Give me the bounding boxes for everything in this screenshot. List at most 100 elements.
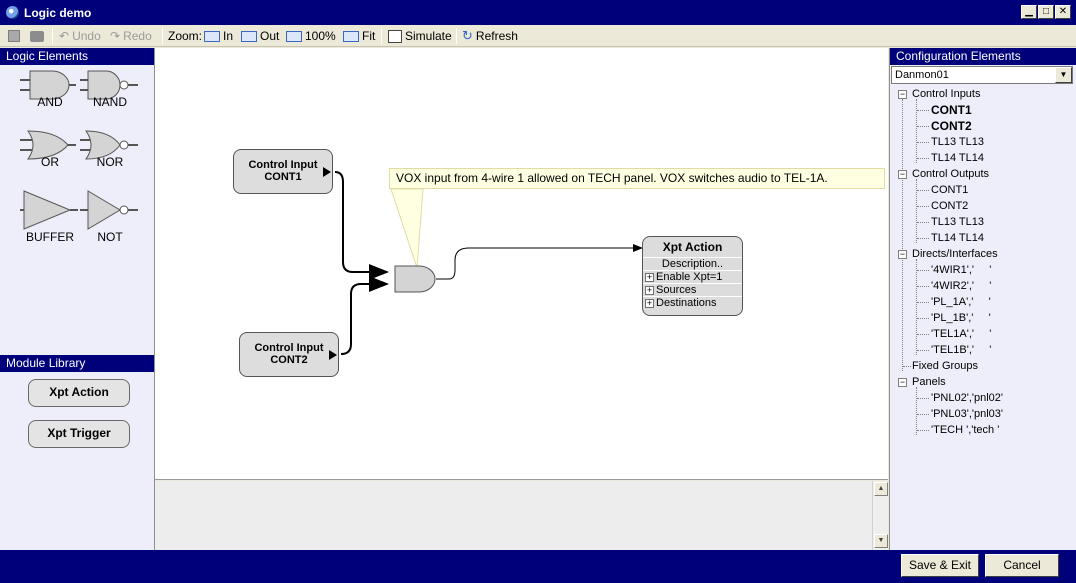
tree-item[interactable]: CONT2 (931, 200, 969, 212)
node-xpt-action[interactable]: Xpt Action Description.. +Enable Xpt=1 +… (642, 236, 743, 316)
nand-gate-icon (80, 70, 138, 100)
tree-line (916, 387, 917, 435)
right-panel: Configuration Elements Danmon01 ▼ − Cont… (889, 48, 1076, 550)
xpt-description[interactable]: Description.. (643, 257, 742, 270)
collapse-icon[interactable]: − (898, 169, 907, 179)
module-xpt-action[interactable]: Xpt Action (28, 379, 130, 407)
collapse-icon[interactable]: − (898, 249, 907, 259)
refresh-button[interactable]: ↻Refresh (462, 28, 518, 43)
node-subtitle: CONT2 (270, 354, 308, 366)
zoom-in-button[interactable]: In (204, 27, 233, 45)
tree-item[interactable]: CONT1 (931, 103, 972, 117)
tree-line (917, 190, 929, 191)
close-button[interactable]: ✕ (1055, 5, 1071, 19)
xpt-row-sources[interactable]: +Sources (643, 283, 742, 296)
tree-control-inputs[interactable]: Control Inputs (912, 88, 981, 100)
tree-item[interactable]: CONT2 (931, 119, 972, 133)
expand-icon[interactable]: + (645, 284, 654, 295)
and-gate-icon (20, 70, 76, 100)
tree-item[interactable]: TL14 TL14 (931, 232, 985, 244)
tree-line (917, 142, 929, 143)
redo-icon: ↷ (110, 29, 121, 43)
wire-cont1 (334, 171, 389, 280)
gate-label: NOR (96, 155, 124, 169)
tree-item[interactable]: 'TECH ','tech ' (931, 424, 1000, 436)
collapse-icon[interactable]: − (898, 377, 907, 387)
zoom-out-icon (241, 30, 257, 42)
tree-item[interactable]: 'TEL1A',' ' (931, 328, 992, 340)
tree-item[interactable]: 'PL_1B',' ' (931, 312, 991, 324)
module-xpt-trigger[interactable]: Xpt Trigger (28, 420, 130, 448)
output-pane[interactable]: ▲ ▼ (155, 481, 888, 550)
maximize-button[interactable]: □ (1038, 5, 1054, 19)
undo-button[interactable]: ↶Undo (59, 29, 101, 43)
configuration-select[interactable]: Danmon01 ▼ (891, 66, 1073, 84)
chevron-down-icon[interactable]: ▼ (1055, 67, 1072, 83)
xpt-row-destinations[interactable]: +Destinations (643, 296, 742, 309)
tree-line (917, 350, 929, 351)
connection-wires (334, 171, 643, 355)
expand-icon[interactable]: + (645, 271, 654, 282)
print-icon-button[interactable] (30, 27, 47, 45)
gate-buffer[interactable]: BUFFER (16, 189, 84, 244)
gate-or[interactable]: OR (16, 128, 84, 180)
toolbar: ↶Undo ↷Redo Zoom: In Out 100% Fit Simula… (0, 25, 1076, 47)
window-title: Logic demo (24, 6, 92, 20)
node-control-input-cont1[interactable]: Control Input CONT1 (233, 149, 333, 194)
minimize-button[interactable]: ▁ (1021, 5, 1037, 19)
logic-canvas[interactable]: Control Input CONT1 Control Input CONT2 … (155, 48, 888, 480)
tree-item[interactable]: 'PNL03','pnl03' (931, 408, 1004, 420)
tree-item[interactable]: TL13 TL13 (931, 136, 985, 148)
zoom-fit-button[interactable]: Fit (343, 27, 375, 45)
node-subtitle: CONT1 (264, 171, 302, 183)
tree-line (917, 110, 929, 111)
cancel-button[interactable]: Cancel (985, 554, 1059, 577)
refresh-icon: ↻ (462, 28, 473, 43)
tree-item[interactable]: TL13 TL13 (931, 216, 985, 228)
collapse-icon[interactable]: − (898, 89, 907, 99)
gate-and[interactable]: AND (16, 68, 84, 120)
tree-directs-interfaces[interactable]: Directs/Interfaces (912, 248, 998, 260)
annotation-callout[interactable]: VOX input from 4-wire 1 allowed on TECH … (389, 168, 885, 189)
tree-panels[interactable]: Panels (912, 376, 946, 388)
tree-line (917, 158, 929, 159)
xpt-row-enable[interactable]: +Enable Xpt=1 (643, 270, 742, 283)
simulate-button[interactable]: Simulate (388, 27, 452, 45)
tree-item[interactable]: '4WIR1',' ' (931, 264, 992, 276)
tree-item[interactable]: TL14 TL14 (931, 152, 985, 164)
tree-line (917, 222, 929, 223)
callout-pointer (390, 188, 424, 269)
gate-nand[interactable]: NAND (76, 68, 144, 120)
node-control-input-cont2[interactable]: Control Input CONT2 (239, 332, 339, 377)
canvas-and-gate-icon[interactable] (394, 265, 436, 293)
tree-item[interactable]: CONT1 (931, 184, 969, 196)
output-port-icon[interactable] (323, 167, 331, 177)
tree-item[interactable]: '4WIR2',' ' (931, 280, 992, 292)
save-exit-button[interactable]: Save & Exit (901, 554, 979, 577)
xpt-title: Xpt Action (662, 240, 723, 254)
tree-item[interactable]: 'PL_1A',' ' (931, 296, 991, 308)
save-icon-button[interactable] (8, 27, 23, 45)
tree-item[interactable]: 'TEL1B',' ' (931, 344, 992, 356)
zoom-in-icon (204, 30, 220, 42)
tree-line (917, 238, 929, 239)
scroll-down-icon[interactable]: ▼ (874, 534, 888, 548)
output-port-icon[interactable] (329, 350, 337, 360)
tree-line (917, 318, 929, 319)
tree-line (917, 430, 929, 431)
scroll-up-icon[interactable]: ▲ (874, 482, 888, 496)
buffer-gate-icon (20, 190, 78, 230)
left-panel: Logic Elements AND NAND OR (0, 48, 155, 550)
expand-icon[interactable]: + (645, 297, 654, 308)
redo-button[interactable]: ↷Redo (110, 29, 152, 43)
zoom-100-button[interactable]: 100% (286, 27, 336, 45)
gate-nor[interactable]: NOR (76, 128, 144, 180)
tree-control-outputs[interactable]: Control Outputs (912, 168, 990, 180)
zoom-100-icon (286, 30, 302, 42)
tree-item[interactable]: 'PNL02','pnl02' (931, 392, 1004, 404)
zoom-out-button[interactable]: Out (241, 27, 279, 45)
tree-line (916, 179, 917, 243)
tree-fixed-groups[interactable]: Fixed Groups (912, 360, 979, 372)
gate-not[interactable]: NOT (76, 189, 144, 244)
vertical-scrollbar[interactable]: ▲ ▼ (872, 481, 888, 550)
